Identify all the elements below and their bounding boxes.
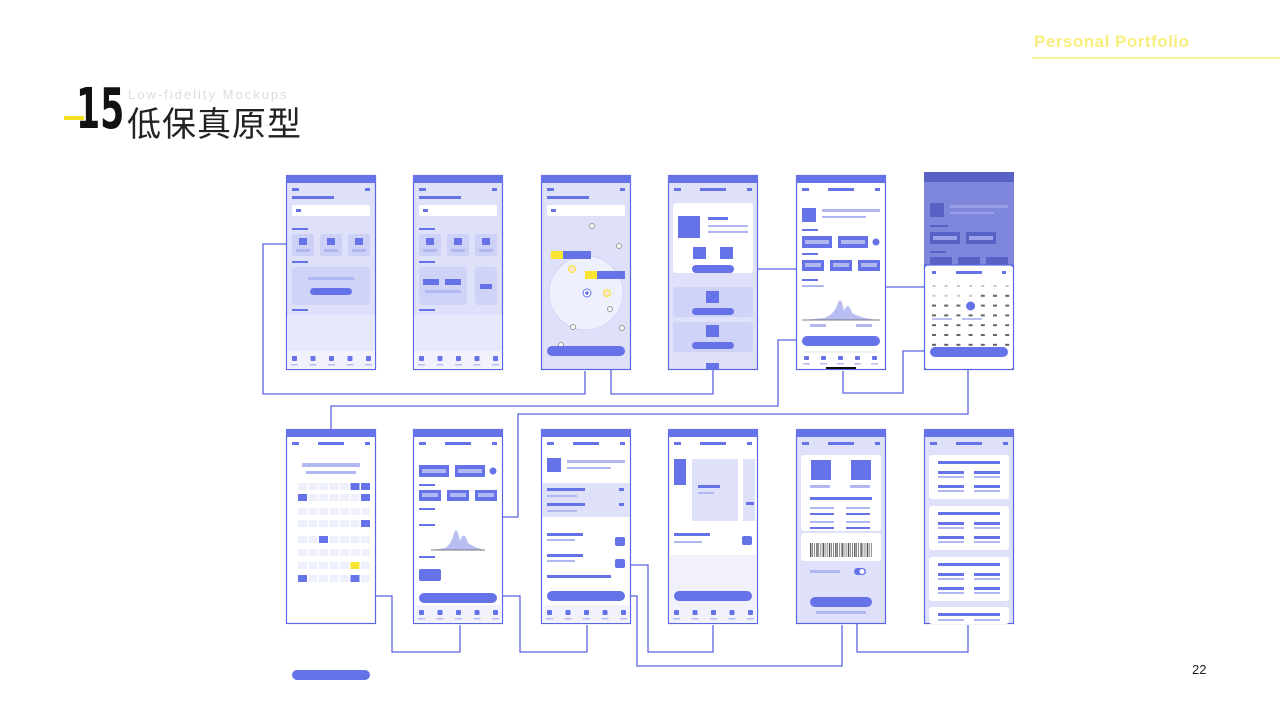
connector-10: [627, 595, 843, 667]
wireframe-gallery: [667, 428, 759, 625]
wireframe-screens: [285, 172, 1015, 680]
section-subtitle: Low-fidelity Mockups: [128, 87, 289, 102]
section-dash: [64, 116, 84, 120]
wireframe-list: [667, 174, 759, 371]
wireframe-map: [540, 174, 632, 371]
section-title: 低保真原型: [127, 105, 302, 145]
connector-9: [500, 595, 588, 653]
section-number: 15: [76, 77, 125, 142]
connector-11: [627, 564, 714, 653]
wireframe-ticket: [795, 428, 887, 625]
wireframe-home: [285, 174, 377, 371]
connector-5: [842, 350, 938, 394]
page-number: 22: [1192, 662, 1207, 677]
connector-7: [500, 367, 969, 518]
connector-1: [262, 243, 586, 395]
wireframe-stats: [795, 174, 887, 371]
connector-2: [610, 355, 714, 395]
connector-8: [371, 595, 461, 653]
brand-underline: [1032, 57, 1280, 59]
wireframe-home-alt: [412, 174, 504, 371]
wireframe-detail: [540, 428, 632, 625]
wireframe-card-list: [923, 428, 1015, 625]
wireframe-seat-grid: [285, 428, 377, 680]
connector-6: [330, 339, 796, 429]
wireframe-stats-alt: [412, 428, 504, 625]
brand-title: Personal Portfolio: [1034, 32, 1190, 51]
wireframe-calendar: [923, 172, 1015, 371]
connector-12: [856, 610, 969, 653]
